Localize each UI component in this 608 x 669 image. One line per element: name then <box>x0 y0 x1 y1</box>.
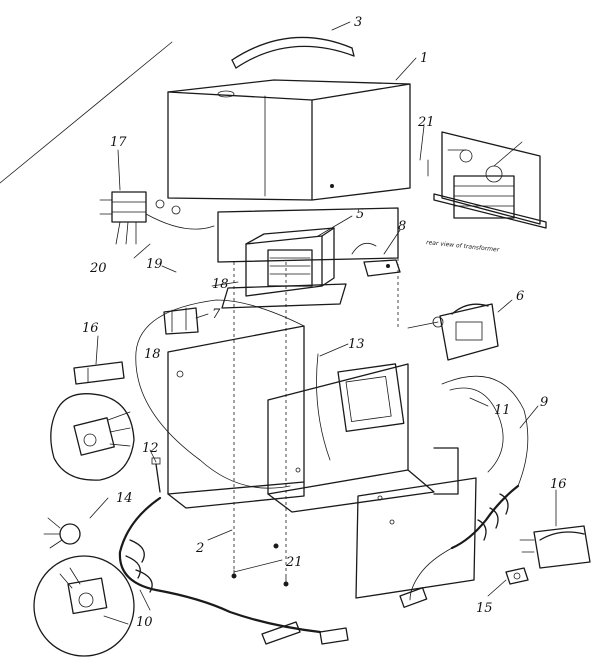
callout-9: 9 <box>540 395 548 410</box>
callout-12: 12 <box>142 441 159 456</box>
switch-detail-inset-top <box>50 393 135 481</box>
callout-8: 8 <box>398 219 406 234</box>
power-plug <box>519 525 591 569</box>
cable-runs <box>135 299 529 489</box>
callout-18-lower: 18 <box>144 347 161 362</box>
callout-5: 5 <box>356 207 364 222</box>
callout-13: 13 <box>348 337 365 352</box>
callout-11: 11 <box>494 403 511 418</box>
rear-view-inset: rear view of transformer <box>426 131 547 254</box>
callout-20: 20 <box>89 261 107 276</box>
callout-16-left: 16 <box>82 321 99 336</box>
transformer <box>221 227 347 309</box>
corner-rule <box>0 41 173 184</box>
base-panel <box>167 325 477 599</box>
callout-3: 3 <box>354 15 362 30</box>
callout-2: 2 <box>195 541 204 556</box>
callout-7: 7 <box>212 307 221 322</box>
handle-part <box>231 36 355 69</box>
callout-14: 14 <box>116 491 133 506</box>
cabinet-cover <box>167 79 411 201</box>
output-cable-right <box>399 484 520 608</box>
callout-16-right: 16 <box>550 477 567 492</box>
callout-19: 19 <box>146 257 163 272</box>
callout-1: 1 <box>420 51 428 66</box>
screw-part <box>151 457 161 493</box>
callout-17: 17 <box>110 135 127 150</box>
selector-switch <box>43 517 81 549</box>
callout-10: 10 <box>136 615 153 630</box>
callout-21-lower: 21 <box>285 555 303 570</box>
callout-21-upper: 21 <box>417 115 435 130</box>
callout-15: 15 <box>476 601 493 616</box>
strain-relief <box>505 567 529 585</box>
callout-6: 6 <box>516 289 524 304</box>
rectifier-assembly <box>99 191 215 245</box>
welding-cable-coil <box>118 496 349 645</box>
cord-clip-left <box>73 361 125 385</box>
leader-lines <box>89 21 557 611</box>
callout-labels: 1 2 3 5 6 7 8 9 10 11 12 13 14 15 16 16 … <box>82 15 567 630</box>
chassis-frame <box>217 207 399 575</box>
callout-18-upper: 18 <box>212 277 229 292</box>
mounting-screws <box>231 543 289 587</box>
circuit-breaker <box>407 303 499 361</box>
inset-caption-text: rear view of transformer <box>426 239 500 254</box>
switch-detail-inset-bottom <box>33 555 135 657</box>
clamp-bracket <box>163 307 199 335</box>
thermostat-bracket <box>351 242 401 277</box>
